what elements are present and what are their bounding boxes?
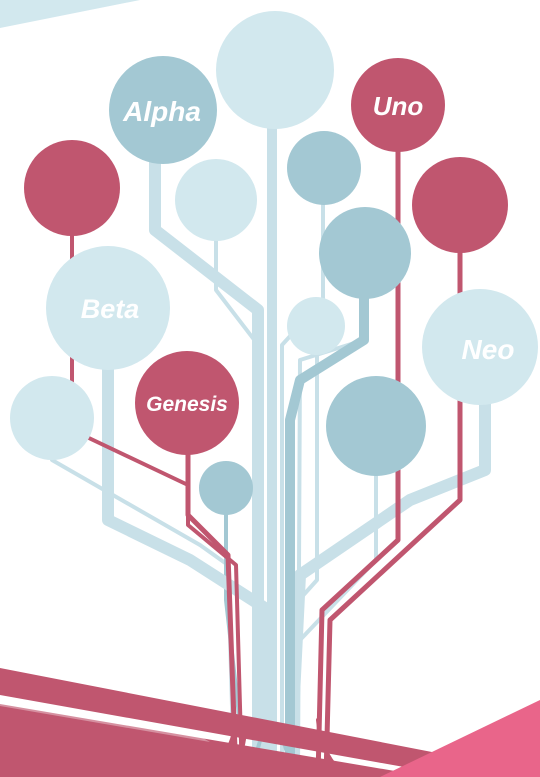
genesis-label: Genesis [146,393,228,416]
neo-label: Neo [462,334,515,365]
uno-label: Uno [373,91,424,121]
top-band [0,0,140,28]
beta-label: Beta [81,294,140,324]
upper-mid-blue-node [287,131,361,205]
bottom-ribbon-lower [0,704,430,777]
nodes [10,11,538,515]
upper-light-node [175,159,257,241]
small-blue-node [199,461,253,515]
neo-node [422,289,538,405]
ribbon-highlight [0,700,210,742]
uno-node [351,58,445,152]
bottom-ribbon-pink [380,700,540,777]
beta-node [46,246,170,370]
lower-left-light-node [10,376,94,460]
bottom-ribbon-upper [0,668,540,777]
genesis-node [135,351,239,455]
right-crimson-node [412,157,508,253]
right-mid-blue-node [319,207,411,299]
small-light-node [287,297,345,355]
lower-right-blue-node [326,376,426,476]
alpha-node [109,56,217,164]
alpha-label: Alpha [122,96,201,127]
upper-left-crimson-node [24,140,120,236]
top-light-node [216,11,334,129]
